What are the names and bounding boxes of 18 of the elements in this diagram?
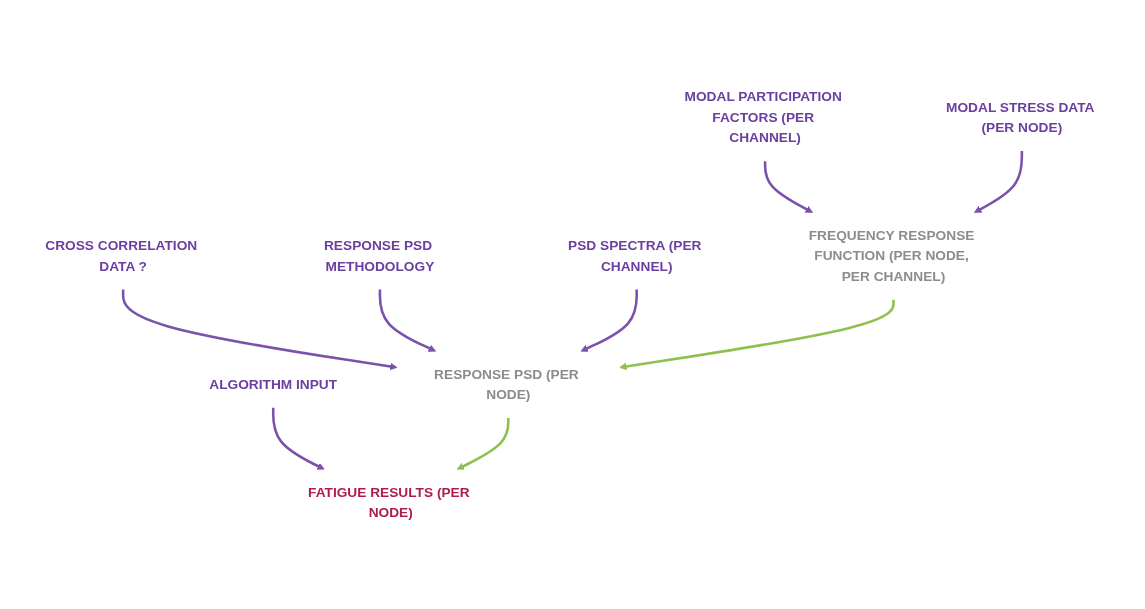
arrow bbox=[456, 417, 510, 470]
arrow bbox=[580, 289, 638, 352]
arrow bbox=[121, 289, 398, 370]
arrow bbox=[378, 289, 437, 352]
node-text: RESPONSE PSD METHODOLOGY bbox=[323, 237, 435, 273]
node-text: MODAL STRESS DATA (PER NODE) bbox=[946, 99, 1094, 135]
arrow bbox=[271, 407, 325, 470]
node-text: FREQUENCY RESPONSE FUNCTION (PER NODE, PER CHANNEL) bbox=[808, 227, 975, 284]
flow-diagram: CROSS CORRELATION DATA ? RESPONSE PSD METHODOLOGY ALGORITHM INPUT PSD SPECTRA (PER CHANNEL) RESPONSE PSD (PER NODE) FATIGUE RESULTS (PER NODE) MODAL PARTICIPATION FACTORS (PER CHANNEL) FREQUENCY RESPONSE FUNCTION (PER NODE, PER CHANNEL) MODAL STRESS DATA (PER NODE) bbox=[5, 66, 1140, 543]
arrow bbox=[763, 160, 813, 213]
arrow bbox=[974, 150, 1024, 213]
node-text: CROSS CORRELATION DATA ? bbox=[45, 237, 198, 273]
node-text: ALGORITHM INPUT bbox=[209, 376, 338, 391]
arrow bbox=[619, 299, 895, 370]
node-text: RESPONSE PSD (PER NODE) bbox=[434, 366, 579, 402]
node-text: PSD SPECTRA (PER CHANNEL) bbox=[568, 237, 702, 273]
node-text: FATIGUE RESULTS (PER NODE) bbox=[308, 484, 470, 520]
node-text: MODAL PARTICIPATION FACTORS (PER CHANNEL) bbox=[684, 88, 842, 145]
